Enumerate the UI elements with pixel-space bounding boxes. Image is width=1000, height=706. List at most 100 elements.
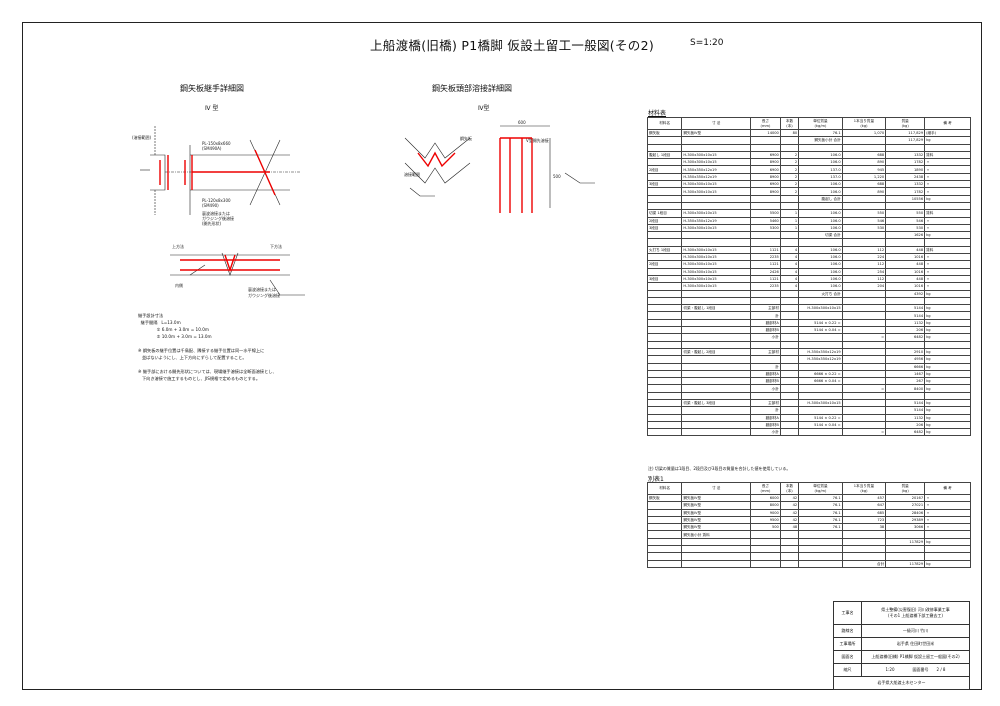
note-line: 継手間隔 L=13.0m [138, 320, 181, 325]
table-cell: kg [924, 355, 971, 364]
section-title-joint: 鋼矢板継手詳細図 [180, 84, 244, 93]
table-row [646, 296, 971, 306]
table-cell [841, 136, 887, 145]
label-plate-a: PL-150x8x660 [202, 141, 231, 146]
table-cell: 〃 [924, 282, 971, 291]
table-cell: kg [924, 398, 971, 408]
table-cell [885, 201, 926, 211]
table-cell: kg [924, 406, 971, 415]
table-cell: 76.1 [798, 128, 843, 138]
table-cell [885, 391, 926, 401]
table-cell [841, 231, 887, 240]
table-cell [798, 384, 843, 393]
table-cell [798, 537, 843, 547]
table-cell [779, 406, 800, 415]
table-cell [646, 238, 683, 247]
table-cell [885, 238, 926, 247]
table-cell: 〃 [924, 501, 971, 510]
table-cell: kg [924, 304, 971, 313]
table-cell [779, 552, 800, 561]
table-cell [885, 552, 926, 561]
table-cell: 890 [841, 187, 887, 196]
table-cell: 鋼矢板小計 合計 [798, 136, 843, 145]
table-cell [750, 296, 781, 306]
table-cell [750, 391, 781, 401]
table-cell [924, 552, 971, 561]
table-cell: 76.1 [798, 515, 843, 525]
table-cell [798, 391, 843, 401]
table-cell: 76.1 [798, 523, 843, 532]
table-cell: 〃 [924, 493, 971, 503]
table-cell [681, 194, 752, 203]
table-cell [646, 559, 683, 568]
title-block: 工事名県土整備(災害復旧) 河川改修事業工事 (その1 上船渡橋下部工撤去工)路… [833, 601, 970, 690]
table-cell [681, 136, 752, 145]
table-cell [646, 340, 683, 349]
table-cell: 4 [779, 282, 800, 291]
table-cell: 切梁・腹起し 3段目 [681, 398, 752, 408]
table-cell [681, 325, 752, 335]
table-cell [681, 318, 752, 328]
table-cell: 106.0 [798, 253, 843, 262]
table-cell [750, 201, 781, 211]
table-cell: 4 [779, 253, 800, 262]
table-cell: 切梁 1段目 [646, 209, 683, 218]
table-cell: 117829 [885, 559, 926, 568]
table-cell: 小計 [750, 384, 781, 393]
header-cell: 単位質量 (kg/m) [798, 117, 843, 130]
table-cell [681, 545, 752, 554]
table-cell: H-300x300x10x15 [681, 245, 752, 255]
table-cell: 106.0 [798, 245, 843, 255]
table-cell: 1467 [885, 369, 926, 379]
table-cell: kg [924, 325, 971, 335]
table-cell [646, 377, 683, 386]
table-cell [750, 136, 781, 145]
table-cell: kg [924, 136, 971, 145]
title-block-row: 図面名上船渡橋(旧橋) P1橋脚 仮設土留工一般図(その2) [833, 650, 970, 664]
table-cell [841, 311, 887, 320]
table-cell [841, 420, 887, 430]
table-cell [841, 552, 887, 561]
table-cell: 〃 [924, 515, 971, 525]
header-cell: 寸 法 [681, 482, 752, 495]
table-cell: H-300x300x10x15 [681, 282, 752, 291]
table-cell: 457 [841, 493, 887, 503]
table-cell: H-300x300x10x15 [681, 158, 752, 167]
table-cell [798, 530, 843, 539]
table-row [646, 552, 971, 561]
table-cell [841, 201, 887, 211]
table-cell: kg [924, 318, 971, 328]
table-cell: 1 [779, 216, 800, 225]
label-backing-weld: 裏波溶接または [202, 210, 230, 216]
table-cell [798, 559, 843, 568]
drawing-scale: S=1:20 [690, 38, 724, 48]
table-cell [681, 420, 752, 430]
table-cell [779, 391, 800, 401]
label-plate-b: PL-120x8x300 [202, 198, 231, 203]
table-cell: 1121 [750, 274, 781, 284]
table-cell: 〃 [924, 172, 971, 182]
drawing-frame [22, 22, 982, 690]
section-subtitle-head: Ⅳ型 [478, 105, 490, 112]
table-cell: 530 [841, 223, 887, 233]
table-cell: 5460 [750, 216, 781, 225]
table-cell [779, 311, 800, 320]
table-cell: H-300x300x10x15 [681, 187, 752, 196]
table-cell: 106.0 [798, 150, 843, 160]
separate-table: 材料名寸 法長さ (mm)本数 (本)単位質量 (kg/m)1本当り質量 (kg… [646, 482, 971, 568]
table-cell: kg [924, 413, 971, 422]
table-cell [681, 384, 752, 393]
table-cell: 〃 [924, 180, 971, 189]
table-cell: 合計 [841, 559, 887, 568]
table-cell [646, 369, 683, 379]
table-cell [779, 377, 800, 386]
